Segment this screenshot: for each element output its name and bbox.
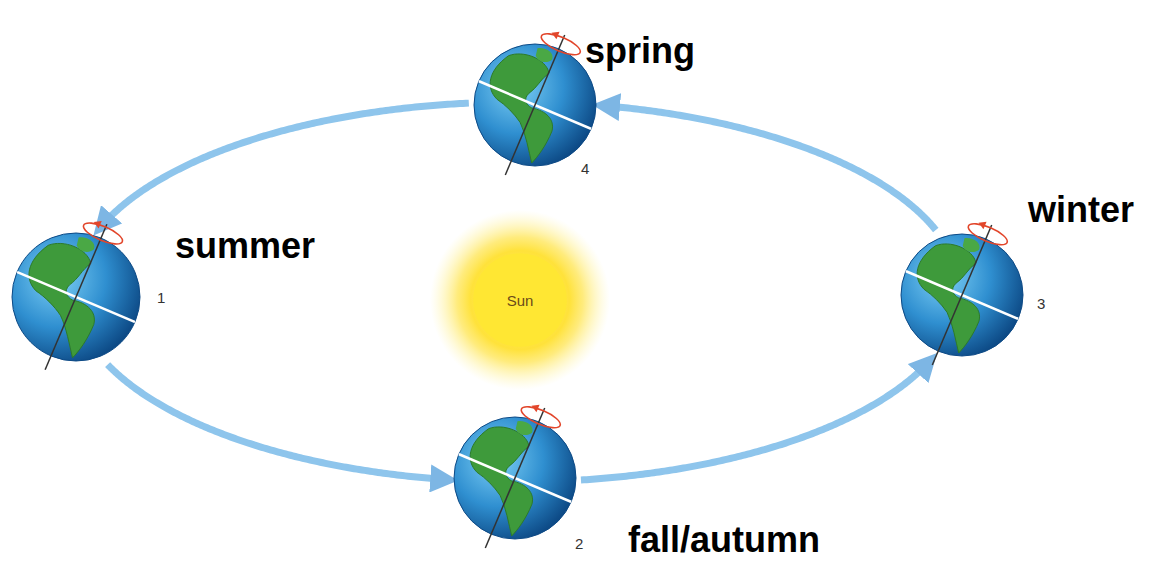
rotation-arrow [966,216,1012,249]
night-shade [112,232,177,362]
rotation-axis [932,225,991,365]
position-number: 1 [157,290,165,305]
earth-node: summer1 [11,232,141,362]
greenland [536,48,553,62]
rotation-axis [505,35,564,175]
orbit-arc [581,361,930,480]
season-label: summer [175,226,315,266]
earth-globe [11,232,141,362]
season-label: fall/autumn [628,520,820,560]
rotation-arrow [539,26,585,59]
earth-globe [453,416,577,540]
sun-label: Sun [507,293,534,308]
rotation-axis [45,224,107,369]
rotation-axis [485,408,544,548]
night-shade [549,416,611,540]
position-number: 2 [575,536,583,551]
orbit-arc [603,106,936,230]
sun-glow [430,210,610,390]
earth-globe [900,233,1024,357]
continents [905,233,1058,357]
earth-node: winter3 [900,233,1024,357]
greenland [963,238,980,252]
continents [458,416,611,540]
season-label: spring [585,31,695,71]
orbit-arc [108,365,447,480]
sun-core [473,253,567,347]
orbit-arc [101,103,469,227]
continents [16,232,177,362]
season-label: winter [1028,190,1134,230]
rotation-arrow [81,215,127,248]
night-shade [996,233,1058,357]
position-number: 3 [1037,296,1045,311]
greenland [516,421,533,435]
greenland [77,237,95,252]
earth-node: spring4 [473,43,597,167]
earth-node: fall/autumn2 [453,416,577,540]
earth-globe [473,43,597,167]
rotation-arrow [519,399,565,432]
sun-node: Sun [430,210,610,390]
position-number: 4 [581,161,589,176]
